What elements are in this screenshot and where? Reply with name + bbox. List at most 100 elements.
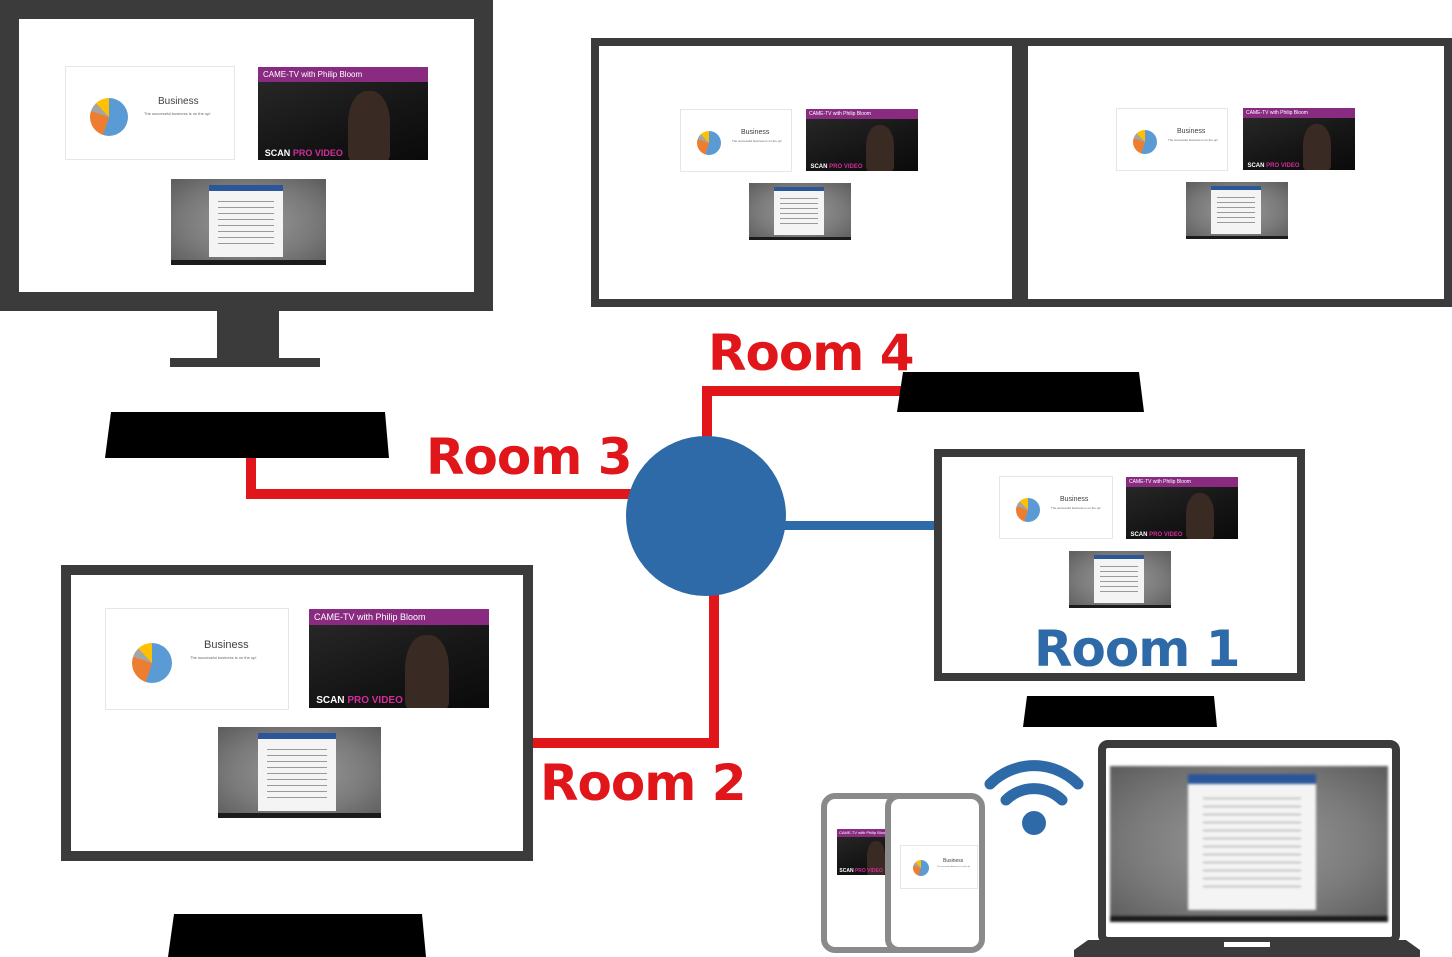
video-footer-tagline: PRO VIDEO bbox=[829, 163, 863, 170]
video-header: CAME-TV with Philip Bloom bbox=[837, 829, 897, 837]
slide-title: Business bbox=[1060, 496, 1089, 503]
room3-monitor-neck bbox=[217, 310, 279, 360]
pie-chart-icon bbox=[1133, 130, 1157, 154]
video-header: CAME-TV with Philip Bloom bbox=[309, 609, 489, 625]
taskbar bbox=[1186, 236, 1288, 239]
room4-label: Room 4 bbox=[708, 324, 914, 382]
document-page bbox=[1211, 190, 1261, 234]
video-footer-tagline: PRO VIDEO bbox=[347, 695, 403, 707]
video-header: CAME-TV with Philip Bloom bbox=[258, 67, 428, 82]
document-page bbox=[774, 191, 824, 235]
hub-circle bbox=[626, 436, 786, 596]
taskbar bbox=[1110, 916, 1388, 922]
slide-subtitle: The successful business is on the up! bbox=[732, 139, 782, 143]
document-page bbox=[1094, 559, 1144, 603]
room3-link-vertical bbox=[246, 456, 256, 499]
video-thumbnail: CAME-TV with Philip Bloom SCAN PRO VIDEO bbox=[1243, 108, 1355, 170]
room2-monitor: Business The successful business is on t… bbox=[61, 565, 533, 861]
video-footer: SCAN PRO VIDEO bbox=[810, 164, 862, 170]
pie-chart-icon bbox=[132, 643, 172, 683]
slide-thumbnail: Business The successful business is on t… bbox=[900, 845, 978, 889]
desktop-thumbnail bbox=[171, 179, 326, 265]
video-footer-tagline: PRO VIDEO bbox=[1266, 162, 1300, 169]
word-toolbar bbox=[209, 185, 283, 191]
video-footer-brand: SCAN bbox=[810, 163, 828, 170]
room2-link-horizontal bbox=[532, 738, 719, 748]
wifi-icon bbox=[984, 760, 1084, 835]
slide-title: Business bbox=[158, 96, 199, 107]
slide-title: Business bbox=[741, 129, 770, 136]
word-toolbar bbox=[1188, 774, 1316, 784]
desktop-thumbnail bbox=[1110, 766, 1388, 922]
room2-link-vertical bbox=[709, 585, 719, 748]
video-footer: SCAN PRO VIDEO bbox=[316, 695, 403, 706]
slide-thumbnail: Business The successful business is on t… bbox=[999, 476, 1113, 539]
video-header: CAME-TV with Philip Bloom bbox=[1243, 108, 1355, 118]
slide-subtitle: The successful business is on the up! bbox=[1051, 506, 1101, 510]
video-thumbnail: CAME-TV with Philip Bloom SCAN PRO VIDEO bbox=[1126, 477, 1238, 539]
laptop-base bbox=[1074, 940, 1420, 957]
slide-thumbnail: Business The successful business is on t… bbox=[105, 608, 289, 710]
video-footer: SCAN PRO VIDEO bbox=[265, 148, 343, 158]
slide-subtitle: The successful business is on the up! bbox=[144, 111, 211, 116]
phone-front: Business The successful business is on t… bbox=[885, 793, 985, 953]
video-footer: SCAN PRO VIDEO bbox=[1130, 532, 1182, 538]
room3-device-bar bbox=[105, 412, 389, 458]
room4-monitor-left: Business The successful business is on t… bbox=[591, 38, 1020, 307]
slide-thumbnail: Business The successful business is on t… bbox=[680, 109, 792, 172]
pie-chart-icon bbox=[1016, 498, 1040, 522]
video-footer-tagline: PRO VIDEO bbox=[1149, 531, 1183, 538]
video-footer-brand: SCAN bbox=[1247, 162, 1265, 169]
video-footer-tagline: PRO VIDEO bbox=[854, 868, 883, 875]
slide-title: Business bbox=[943, 858, 964, 864]
word-toolbar bbox=[258, 733, 336, 739]
slide-thumbnail: Business The successful business is on t… bbox=[65, 66, 235, 160]
room4-device-bar bbox=[897, 372, 1144, 412]
pie-chart-icon bbox=[90, 98, 128, 136]
document-page bbox=[258, 739, 336, 811]
room2-label: Room 2 bbox=[540, 754, 746, 812]
pie-chart-icon bbox=[913, 860, 929, 876]
pie-chart-icon bbox=[697, 131, 721, 155]
word-toolbar bbox=[1211, 186, 1261, 190]
word-toolbar bbox=[1094, 555, 1144, 559]
desktop-thumbnail bbox=[218, 727, 381, 818]
presenter-figure bbox=[405, 635, 449, 708]
slide-subtitle: The successful business is on the up! bbox=[190, 655, 257, 660]
desktop-thumbnail bbox=[749, 183, 851, 240]
video-footer-brand: SCAN bbox=[1130, 531, 1148, 538]
room3-label: Room 3 bbox=[426, 428, 632, 486]
presenter-figure bbox=[866, 125, 894, 171]
room3-link-horizontal bbox=[246, 489, 646, 499]
video-footer-brand: SCAN bbox=[264, 148, 291, 159]
room1-device-bar bbox=[1023, 696, 1217, 727]
video-header: CAME-TV with Philip Bloom bbox=[1126, 477, 1238, 487]
desktop-thumbnail bbox=[1069, 551, 1171, 608]
video-footer: SCAN PRO VIDEO bbox=[839, 868, 882, 874]
taskbar bbox=[749, 237, 851, 240]
video-header: CAME-TV with Philip Bloom bbox=[806, 109, 918, 119]
presenter-figure bbox=[348, 91, 390, 160]
room1-label: Room 1 bbox=[1034, 620, 1240, 678]
room2-device-bar bbox=[168, 914, 426, 957]
slide-thumbnail: Business The successful business is on t… bbox=[1116, 108, 1228, 171]
slide-subtitle: The successful business is on the up! bbox=[1168, 138, 1218, 142]
video-thumbnail: CAME-TV with Philip Bloom SCAN PRO VIDEO bbox=[309, 609, 489, 708]
document-page bbox=[1188, 784, 1316, 910]
laptop-screen bbox=[1098, 740, 1400, 945]
slide-title: Business bbox=[204, 639, 249, 651]
document-page bbox=[209, 191, 283, 257]
video-thumbnail: CAME-TV with Philip Bloom SCAN PRO VIDEO bbox=[806, 109, 918, 171]
desktop-thumbnail bbox=[1186, 182, 1288, 239]
room4-link-vertical bbox=[702, 386, 712, 446]
word-toolbar bbox=[774, 187, 824, 191]
taskbar bbox=[1069, 605, 1171, 608]
presenter-figure bbox=[1303, 124, 1331, 170]
slide-subtitle: The successful business is on the up! bbox=[937, 866, 971, 868]
room4-monitor-right: Business The successful business is on t… bbox=[1020, 38, 1452, 307]
room1-monitor: Business The successful business is on t… bbox=[934, 449, 1305, 681]
video-footer-brand: SCAN bbox=[839, 868, 854, 875]
presenter-figure bbox=[867, 841, 885, 875]
video-thumbnail: CAME-TV with Philip Bloom SCAN PRO VIDEO bbox=[258, 67, 428, 160]
taskbar bbox=[218, 813, 381, 818]
